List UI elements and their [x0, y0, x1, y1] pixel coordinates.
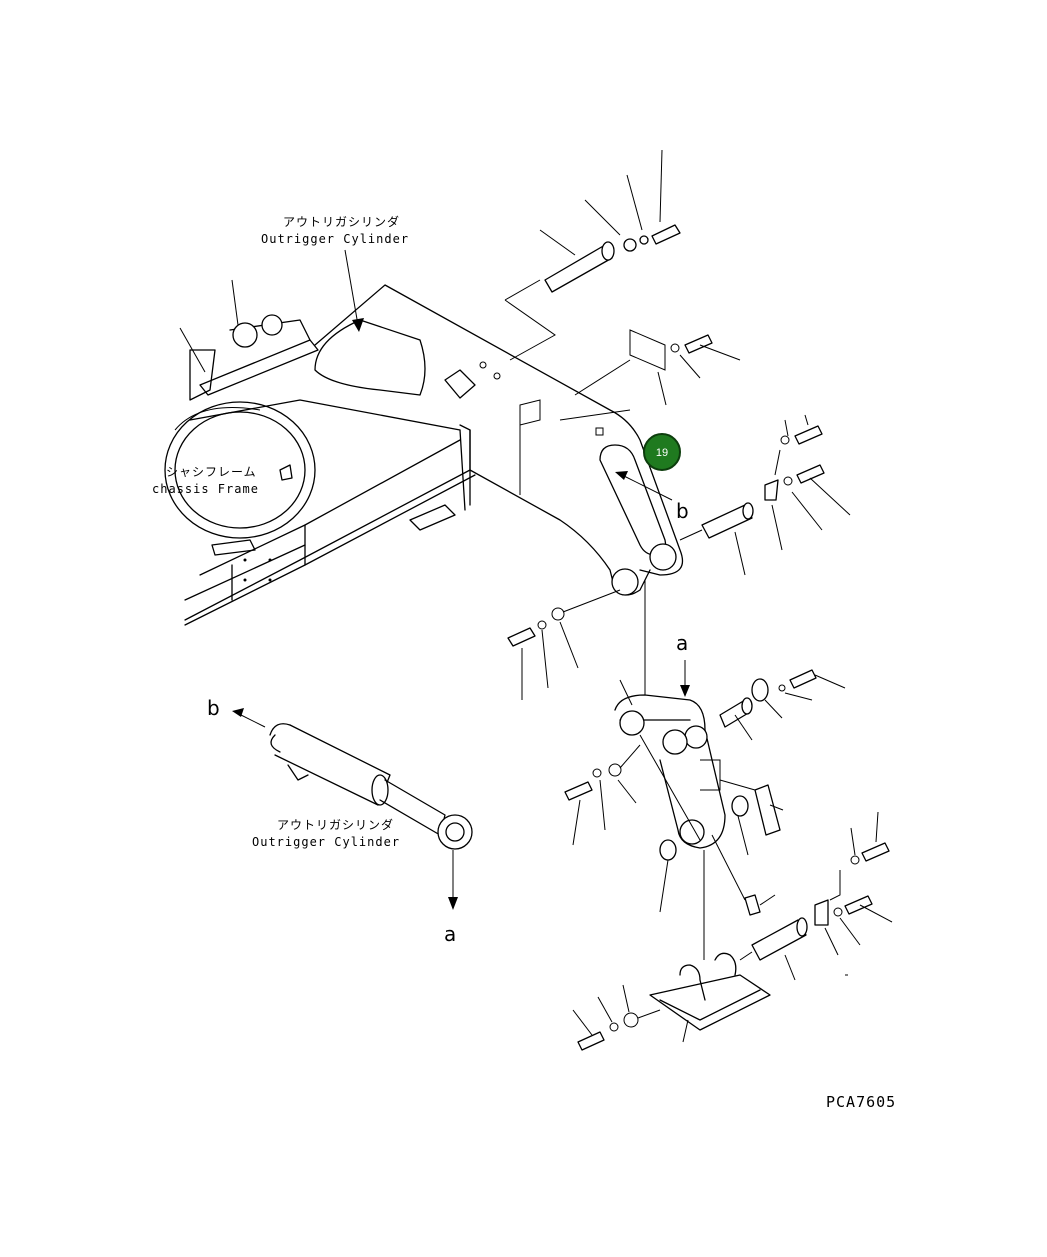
bottom-bolt-set — [572, 984, 661, 1051]
label-outrigger-cylinder-top-jp: アウトリガシリンダ — [283, 214, 400, 229]
callout-marker[interactable] — [643, 433, 681, 471]
foot-pad — [649, 811, 893, 1043]
callout-number: 19 — [656, 447, 668, 459]
right-pin-assembly — [679, 414, 851, 576]
label-outrigger-cylinder-bottom-en: Outrigger Cylinder — [252, 835, 400, 849]
upper-cylinder-leader-head — [352, 318, 364, 332]
chassis-frame — [164, 399, 476, 626]
lower-outrigger-cylinder — [232, 708, 473, 910]
label-chassis-frame-jp: シャシフレーム — [166, 465, 257, 479]
link-assembly — [614, 669, 846, 849]
upper-cylinder-leader — [344, 249, 359, 326]
label-outrigger-cylinder-top-en: Outrigger Cylinder — [261, 232, 409, 246]
link-left-hardware — [564, 744, 677, 913]
ref-letter-a-lower: a — [444, 922, 456, 946]
arrow-a-upper-head — [680, 685, 690, 697]
ref-letter-b-lower: b — [207, 696, 220, 720]
upper-cylinder-bracket — [179, 279, 319, 401]
drawing-code: PCA7605 — [826, 1093, 896, 1111]
label-outrigger-cylinder-bottom-jp: アウトリガシリンダ — [277, 817, 394, 832]
grease-fitting — [711, 779, 784, 916]
ref-letter-b-upper: b — [676, 499, 689, 523]
outrigger-beam — [314, 284, 684, 596]
label-chassis-frame-en: chassis Frame — [152, 482, 259, 496]
cover-plate-assembly — [574, 329, 741, 406]
arrow-b-upper-shaft — [621, 474, 673, 501]
top-pin-assembly — [479, 149, 681, 380]
ref-letter-a-upper: a — [676, 631, 688, 655]
part-callout-19[interactable]: 19 — [643, 433, 681, 471]
left-bolt-set — [507, 589, 621, 700]
arrow-b-upper-head — [615, 471, 628, 480]
